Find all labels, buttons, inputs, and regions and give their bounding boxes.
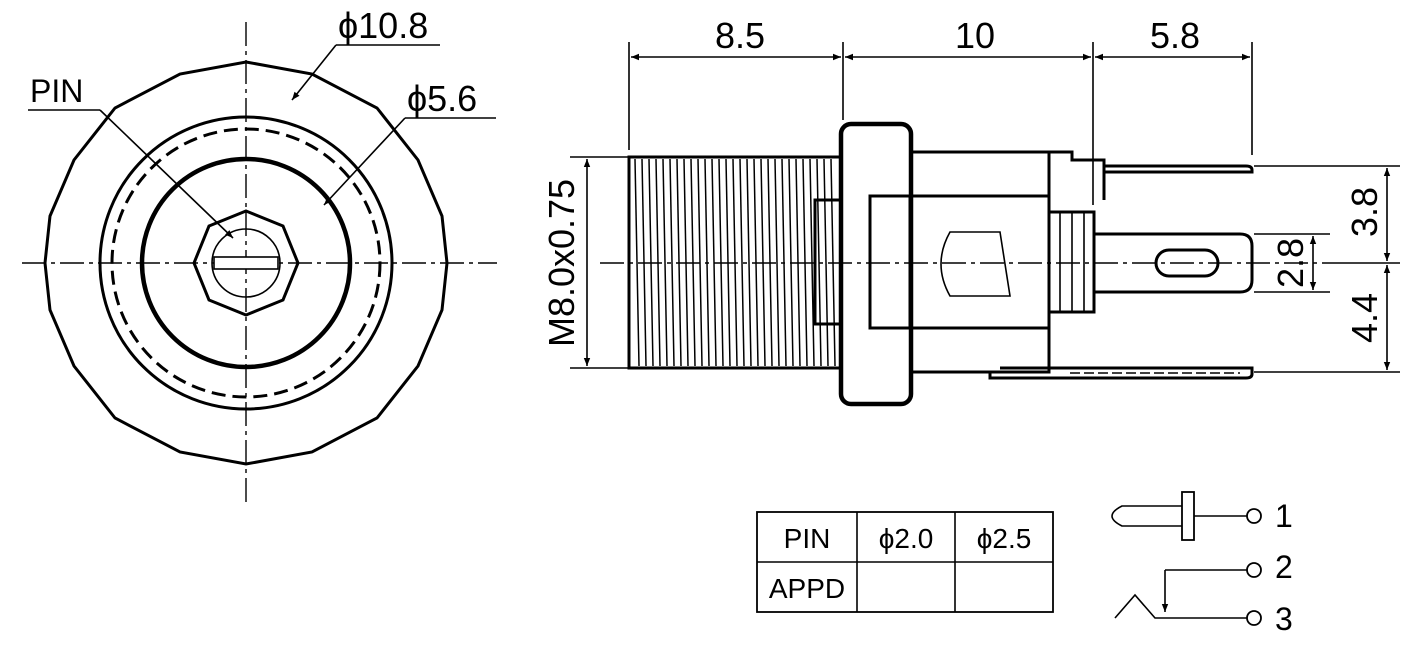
terminal-1-node (1246, 508, 1262, 524)
table-header-col2: ϕ2.5 (977, 523, 1032, 554)
top-terminal (1049, 150, 1254, 174)
side-view: 8.5 10 5.8 M8.0x0.75 (541, 15, 1400, 407)
thread-line (823, 158, 829, 367)
thread-line (634, 158, 640, 367)
pin-circle (211, 228, 281, 298)
flange-circle (98, 115, 394, 411)
terminal-2-node (1246, 562, 1262, 578)
jack-body (909, 150, 1051, 374)
outer-diameter-label: ϕ10.8 (338, 5, 428, 46)
terminal-3-node (1246, 610, 1262, 626)
sleeve-circle (139, 156, 353, 370)
outer-diameter-leader (291, 44, 337, 101)
table-header-pin: PIN (784, 523, 831, 554)
inner-diameter-label: ϕ5.6 (407, 78, 477, 119)
schematic-symbol: 1 2 3 (1111, 491, 1293, 637)
jack-body-inner (909, 194, 1051, 330)
dim-length-2: 10 (955, 15, 995, 56)
thread-spec-label: M8.0x0.75 (541, 179, 582, 347)
pin-collar-octagon (192, 209, 300, 317)
pin-leader-line (99, 109, 234, 239)
pin-table: PIN ϕ2.0 ϕ2.5 APPD (756, 511, 1054, 613)
tab-width-label: 2.8 (1270, 238, 1311, 288)
contact-spring (940, 231, 1011, 297)
lower-height-label: 4.4 (1344, 293, 1385, 343)
thread-lines (634, 158, 836, 367)
thread-line (739, 158, 745, 367)
terminal-3-label: 3 (1275, 601, 1293, 637)
plug-symbol (1111, 505, 1182, 527)
front-view: PIN ϕ10.8 ϕ5.6 (22, 5, 497, 505)
inner-diameter-leader (323, 117, 406, 206)
terminal-1-label: 1 (1275, 498, 1293, 534)
thread-line (746, 158, 752, 367)
flange-inner-block (868, 194, 912, 330)
pin-slot (213, 256, 279, 270)
upper-height-label: 3.8 (1344, 187, 1385, 237)
outer-hex-nut (43, 60, 449, 466)
flange-step (813, 198, 843, 326)
table-row2-label: APPD (769, 573, 845, 604)
terminal-3-spring (1114, 593, 1247, 619)
thread-line (669, 158, 675, 367)
thread-line (774, 158, 780, 367)
table-header-col1: ϕ2.0 (879, 523, 934, 554)
pin-label: PIN (30, 73, 83, 109)
mounting-flange (838, 121, 914, 407)
dim-length-1: 8.5 (715, 15, 765, 56)
thread-line (662, 158, 668, 367)
dim-length-3: 5.8 (1150, 15, 1200, 56)
bottom-terminal (988, 366, 1254, 380)
plug-flange-symbol (1181, 491, 1195, 541)
terminal-2-label: 2 (1275, 549, 1293, 585)
thread-dashed-circle (110, 127, 382, 399)
